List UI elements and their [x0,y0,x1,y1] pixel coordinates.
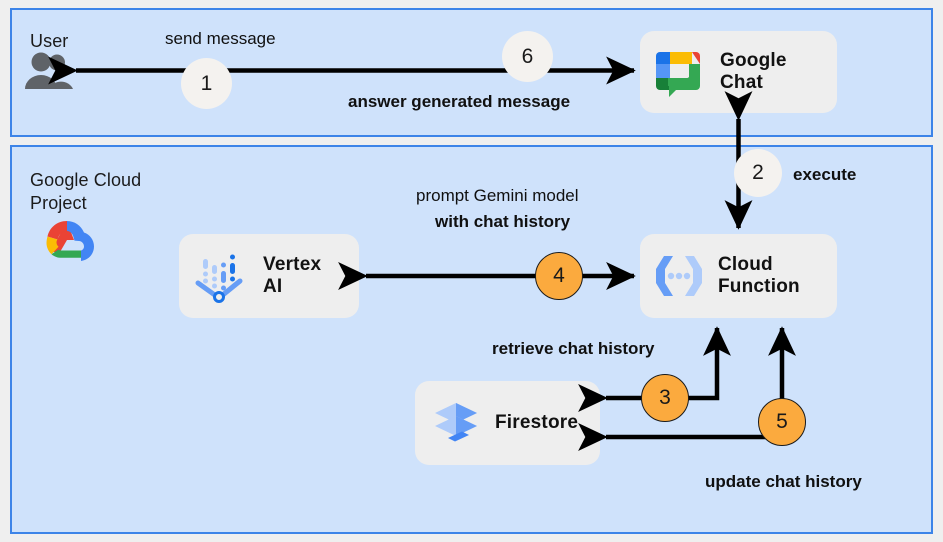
step-badge-4: 4 [535,252,583,300]
panel-google-cloud-project-title: Google Cloud Project [30,170,142,213]
card-vertex-ai[interactable]: Vertex AI [179,234,359,318]
card-cloud-function[interactable]: Cloud Function [640,234,837,318]
label-update-chat-history: update chat history [705,472,862,491]
step-badge-3: 3 [641,374,689,422]
label-with-chat-history: with chat history [435,212,571,231]
card-firestore[interactable]: Firestore [415,381,600,465]
step-badge-6: 6 [502,31,553,82]
label-retrieve-chat-history: retrieve chat history [492,339,655,358]
users-icon [22,52,74,97]
card-firestore-label: Firestore [495,411,579,433]
panel-user-title: User [30,31,69,51]
step-badge-5: 5 [758,398,806,446]
cloud-functions-icon [652,249,706,303]
label-send-message: send message [165,29,276,48]
step-badge-2: 2 [734,149,782,197]
label-prompt-gemini-model: prompt Gemini model [416,186,579,205]
google-cloud-icon [36,219,98,274]
label-execute: execute [793,165,857,184]
vertex-ai-icon [191,247,249,305]
card-cloud-function-label: Cloud Function [718,253,800,297]
card-vertex-ai-label: Vertex AI [263,253,322,297]
card-google-chat[interactable]: Google Chat [640,31,837,113]
google-chat-icon [652,46,704,98]
label-answer-generated-message: answer generated message [348,92,571,111]
firestore-icon [429,396,483,450]
step-badge-1: 1 [181,58,232,109]
card-google-chat-label: Google Chat [720,49,787,93]
